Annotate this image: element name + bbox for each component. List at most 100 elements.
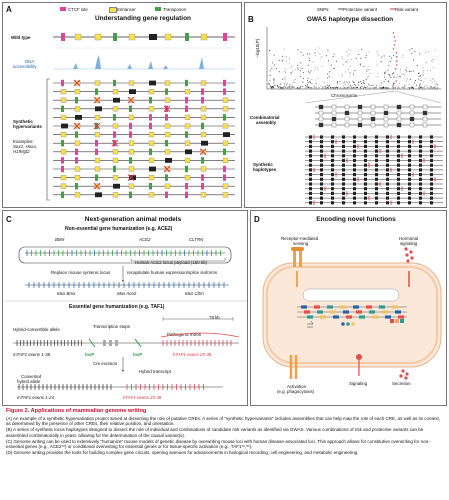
haplotype-block [320,145,323,148]
circuit-gene-block [346,315,352,318]
snp-point [325,87,326,88]
snp-point [284,78,285,79]
haplotype-block [342,145,345,148]
snp-point [388,80,389,81]
haplotype-block [397,140,400,143]
snp-point [319,48,320,49]
transposon [149,183,152,189]
snp-point [285,77,286,78]
haplotype-block [342,168,345,171]
snp-point [401,74,402,75]
haplotype-block [353,201,356,204]
snp-point [378,54,379,55]
haplotype-block [342,182,345,185]
snp-point [322,87,323,88]
haplotype-block [397,173,400,176]
snp-point [417,65,418,66]
snp-point [284,71,285,72]
snp-point [393,55,394,56]
snp-point [289,86,290,87]
snp-point [416,85,417,86]
snp-point [343,64,344,65]
snp-point [283,87,284,88]
snp-point [372,85,373,86]
snp-point [389,56,390,57]
snp-point [333,56,334,57]
haplotype-block [430,168,433,171]
locus-block [397,105,401,109]
haplotype-block [375,197,378,200]
snp-point [404,74,405,75]
snp-point [346,51,347,52]
panel-b-graphic [245,3,448,209]
snp-point [302,86,303,87]
transposon [185,166,188,172]
locus-block [397,123,401,127]
risk-snp-point [393,76,394,77]
snp-point [342,75,343,76]
snp-point [315,86,316,87]
haplotype-block [320,187,323,190]
transposon [223,149,226,155]
locus-block [371,123,375,127]
snp-point [430,88,431,89]
snp-point [433,67,434,68]
snp-point [350,76,351,77]
snp-point [341,74,342,75]
snp-point [358,82,359,83]
snp-point [316,87,317,88]
snp-point [406,80,407,81]
transposon [129,192,132,198]
haplotype-block [320,164,323,167]
snp-point [386,87,387,88]
snp-point [394,83,395,84]
locus-block [332,105,336,109]
snp-point [356,58,357,59]
ctcf-site [129,123,132,129]
snp-point [354,70,355,71]
snp-point [276,68,277,69]
snp-point [427,70,428,71]
snp-point [295,82,296,83]
snp-point [333,54,334,55]
haplotype-block [331,197,334,200]
snp-point [280,83,281,84]
snp-point [420,87,421,88]
recording-icon [390,319,404,323]
haplotype-block [342,135,345,138]
snp-point [282,87,283,88]
snp-point [400,72,401,73]
snp-point [278,87,279,88]
snp-point [295,69,296,70]
haplotype-block [419,187,422,190]
snp-point [377,76,378,77]
snp-point [321,56,322,57]
snp-point [322,86,323,87]
circuit-gene-block [353,305,359,308]
snp-point [292,85,293,86]
snp-point [308,78,309,79]
snp-point [363,66,364,67]
risk-snp-point [396,64,397,65]
locus-block [410,111,414,115]
haplotype-block [386,164,389,167]
snp-point [342,56,343,57]
snp-point [387,70,388,71]
snp-point [290,85,291,86]
haplotype-block [386,173,389,176]
snp-point [398,86,399,87]
locus-block [358,117,362,121]
snp-point [303,55,304,56]
enhancer [223,192,228,197]
circuit-gene-block [372,315,378,318]
snp-point [285,69,286,70]
snp-point [308,87,309,88]
snp-point [404,85,405,86]
enhancer [201,115,206,120]
snp-point [315,55,316,56]
snp-point [384,77,385,78]
snp-point [400,69,401,70]
snp-point [284,86,285,87]
haplotype-block [408,182,411,185]
transposon [61,106,64,112]
